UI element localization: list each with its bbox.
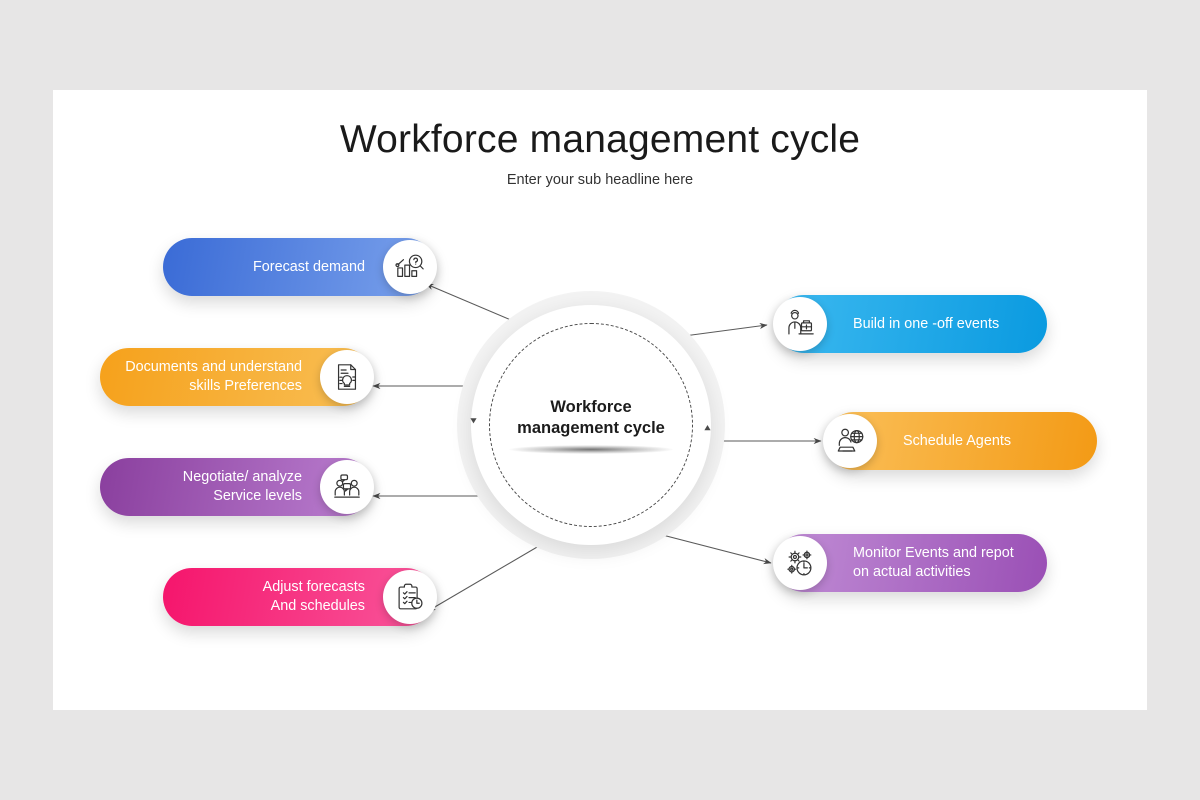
step-forecast-demand[interactable]: Forecast demand — [163, 238, 437, 296]
step-label: Documents and understand skills Preferen… — [125, 359, 302, 394]
cycle-hub: Workforce management cycle — [469, 305, 712, 545]
step-monitor-events[interactable]: Monitor Events and repot on actual activ… — [773, 534, 1047, 592]
person-event-icon — [773, 297, 827, 351]
step-schedule-agents[interactable]: Schedule Agents — [823, 412, 1097, 470]
step-label: Schedule Agents — [903, 432, 1012, 449]
hub-label: Workforce management cycle — [471, 397, 711, 439]
connector-monitor-events — [646, 530, 772, 565]
gears-clock-icon — [773, 536, 827, 590]
people-discussion-icon — [320, 460, 374, 514]
step-label: Forecast demand — [253, 258, 365, 275]
connector-adjust-forecasts — [427, 532, 562, 612]
step-label: Monitor Events and repot on actual activ… — [853, 545, 1014, 580]
page-subtitle: Enter your sub headline here — [506, 172, 694, 188]
hub-text-shadow — [509, 445, 673, 454]
step-negotiate-service-levels[interactable]: Negotiate/ analyze Service levels — [100, 458, 374, 516]
agent-globe-laptop-icon — [823, 414, 877, 468]
document-lightbulb-icon — [320, 350, 374, 404]
step-label: Adjust forecasts And schedules — [262, 579, 365, 614]
slide-canvas: Workforce management cycle Enter your su… — [53, 90, 1147, 710]
step-build-one-off-events[interactable]: Build in one -off events — [773, 295, 1047, 353]
page-title: Workforce management cycle — [339, 118, 861, 161]
clipboard-clock-icon — [383, 570, 437, 624]
step-label: Build in one -off events — [853, 315, 1000, 332]
hub-arrow-left-icon — [469, 417, 478, 426]
hub-label-line2: management cycle — [517, 419, 665, 437]
hub-dashed-ring — [489, 323, 693, 527]
step-adjust-forecasts[interactable]: Adjust forecasts And schedules — [163, 568, 437, 626]
hub-label-line1: Workforce — [550, 398, 632, 416]
chart-search-question-icon — [383, 240, 437, 294]
hub-arrow-right-icon — [703, 425, 712, 434]
step-label: Negotiate/ analyze Service levels — [182, 469, 302, 504]
step-documents-skills[interactable]: Documents and understand skills Preferen… — [100, 348, 374, 406]
